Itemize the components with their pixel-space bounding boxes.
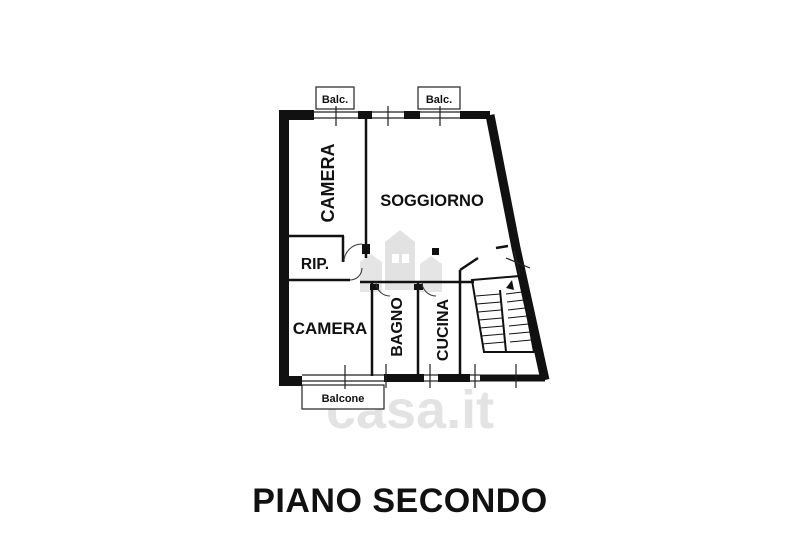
balcony-top-left-label: Balc. xyxy=(322,94,348,106)
room-label-camera-top: CAMERA xyxy=(318,144,338,223)
balcony-top-right: Balc. xyxy=(417,86,461,110)
room-label-camera-bottom: CAMERA xyxy=(293,319,368,338)
outer-walls xyxy=(279,110,550,386)
door-swings xyxy=(343,243,437,297)
balcony-top-left: Balc. xyxy=(315,86,355,110)
balcony-bottom-label: Balcone xyxy=(322,393,365,405)
balcony-top-right-label: Balc. xyxy=(426,94,452,106)
staircase xyxy=(470,274,536,353)
room-label-rip: RIP. xyxy=(301,256,329,273)
room-label-cucina: CUCINA xyxy=(435,298,452,361)
interior-walls xyxy=(288,118,509,376)
room-label-soggiorno: SOGGIORNO xyxy=(380,192,484,210)
balcony-bottom: Balcone xyxy=(301,384,385,410)
room-label-bagno: BAGNO xyxy=(389,297,406,357)
windows xyxy=(302,106,531,389)
plan-title: PIANO SECONDO xyxy=(252,482,548,520)
